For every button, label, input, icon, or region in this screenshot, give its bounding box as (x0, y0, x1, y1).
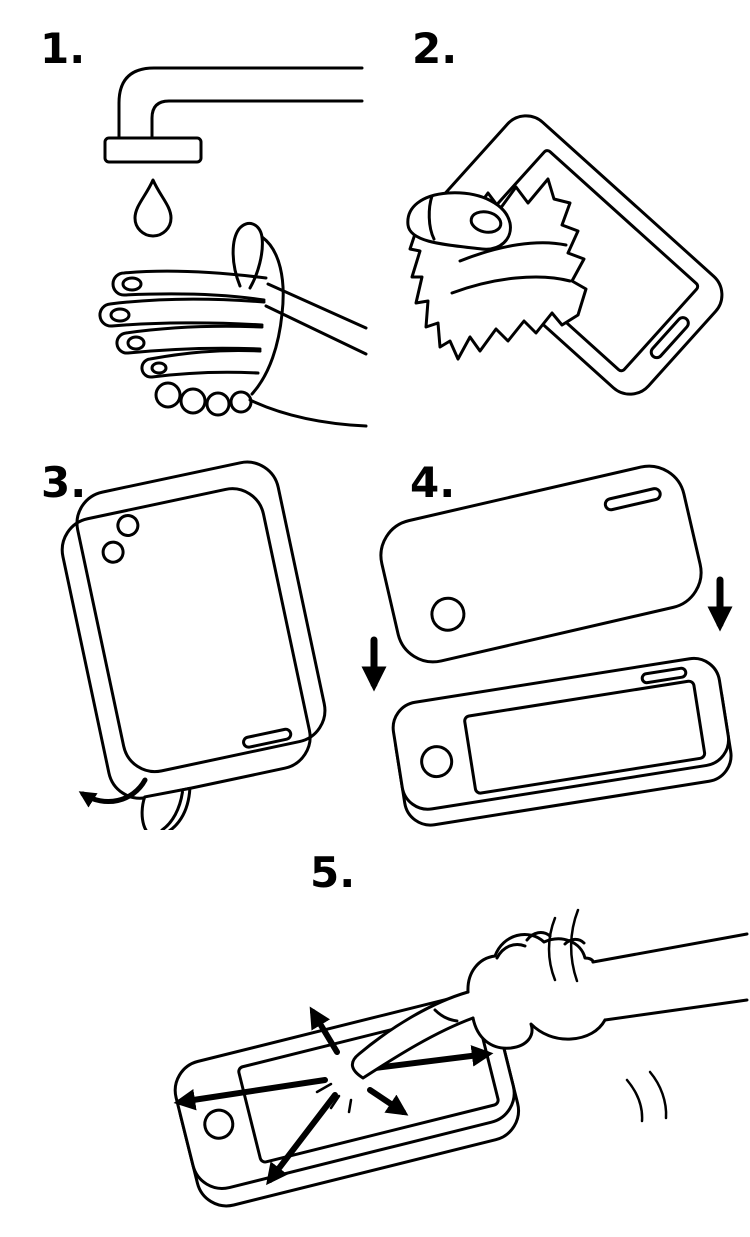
step-1-wash-hands: 1. (28, 22, 368, 434)
peeled-corner-curl (160, 790, 184, 830)
index-finger (351, 990, 475, 1080)
step-3-label: 3. (41, 458, 87, 507)
step-4-apply-protector: 4. (348, 452, 748, 834)
smooth-out-illustration (173, 908, 749, 1208)
step-2-label: 2. (412, 24, 458, 73)
protector-speaker-slot (242, 727, 293, 749)
step-1-label: 1. (40, 24, 86, 73)
step-2-clean-screen: 2. (388, 20, 740, 436)
washing-hands-icon (98, 221, 368, 428)
clean-screen-illustration (406, 114, 724, 396)
cloth-fold-line (458, 241, 568, 263)
protector-speaker-slot (603, 487, 662, 512)
index-knuckle-crease (433, 1008, 459, 1023)
motion-lines-right (625, 1070, 668, 1123)
cloth-fold-line (450, 275, 572, 295)
protector-camera-hole (430, 596, 466, 632)
curled-finger-line (495, 943, 527, 960)
phone-home-button (203, 1108, 235, 1140)
forearm-bottom (603, 998, 749, 1022)
phone-3d-icon (173, 993, 521, 1208)
hand-palm-thumb (471, 1016, 607, 1050)
water-drop-icon (133, 178, 173, 238)
apply-protector-illustration (361, 464, 733, 827)
forearm-top (591, 932, 749, 964)
peeled-corner (140, 786, 192, 830)
step-3-peel-backing: 3. (25, 450, 355, 832)
hand-knuckles (466, 933, 595, 994)
spread-arrows-icon (173, 1006, 494, 1186)
thumbnail-icon (469, 210, 503, 234)
pressing-hand-icon (351, 931, 749, 1080)
wash-hands-illustration (98, 66, 368, 428)
step-5-label: 5. (310, 848, 356, 897)
protector-camera-hole (101, 540, 125, 564)
thumb-crease (427, 194, 436, 241)
protector-sheet (379, 464, 703, 664)
curled-finger-line (563, 937, 586, 946)
phone-3d-icon (391, 656, 733, 827)
peel-backing-illustration (60, 460, 327, 830)
press-impact-lines (315, 1082, 353, 1114)
peel-arrow-icon (78, 777, 148, 808)
curled-finger-line (525, 931, 552, 942)
step-4-label: 4. (410, 458, 456, 507)
hand-silhouette (352, 934, 747, 1078)
faucet-icon (103, 66, 364, 164)
phone-speaker-slot (640, 666, 688, 685)
phone-home-button (420, 745, 454, 779)
step-5-smooth-out: 5. (135, 840, 750, 1236)
backing-camera-hole (116, 514, 140, 538)
protector-sheet (60, 487, 312, 800)
backing-film-sheet (75, 460, 327, 774)
motion-lines-top (547, 908, 580, 983)
phone-screen (463, 679, 707, 795)
